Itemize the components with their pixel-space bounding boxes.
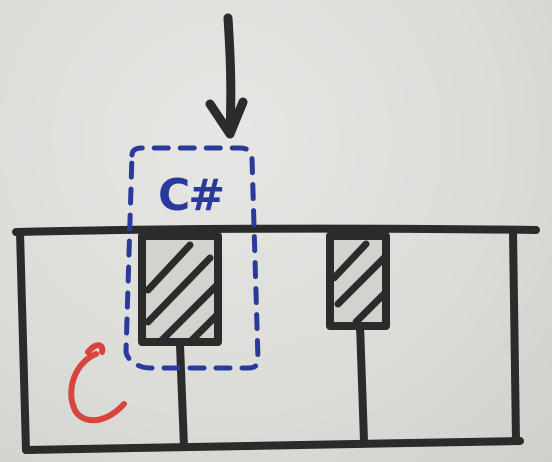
piano-keyboard-outline: [12, 224, 540, 454]
c-sharp-label: C#: [158, 168, 238, 224]
highlight-dashed-box: [123, 145, 261, 371]
c-sharp-label-text: C#: [158, 170, 225, 221]
black-key-d-sharp: [326, 232, 390, 330]
black-key-c-sharp: [138, 232, 222, 346]
c-natural-label-text: C: [60, 344, 109, 426]
c-natural-mark-icon: [68, 342, 127, 424]
white-key-dividers: [176, 321, 368, 451]
down-arrow-icon: [205, 13, 248, 139]
